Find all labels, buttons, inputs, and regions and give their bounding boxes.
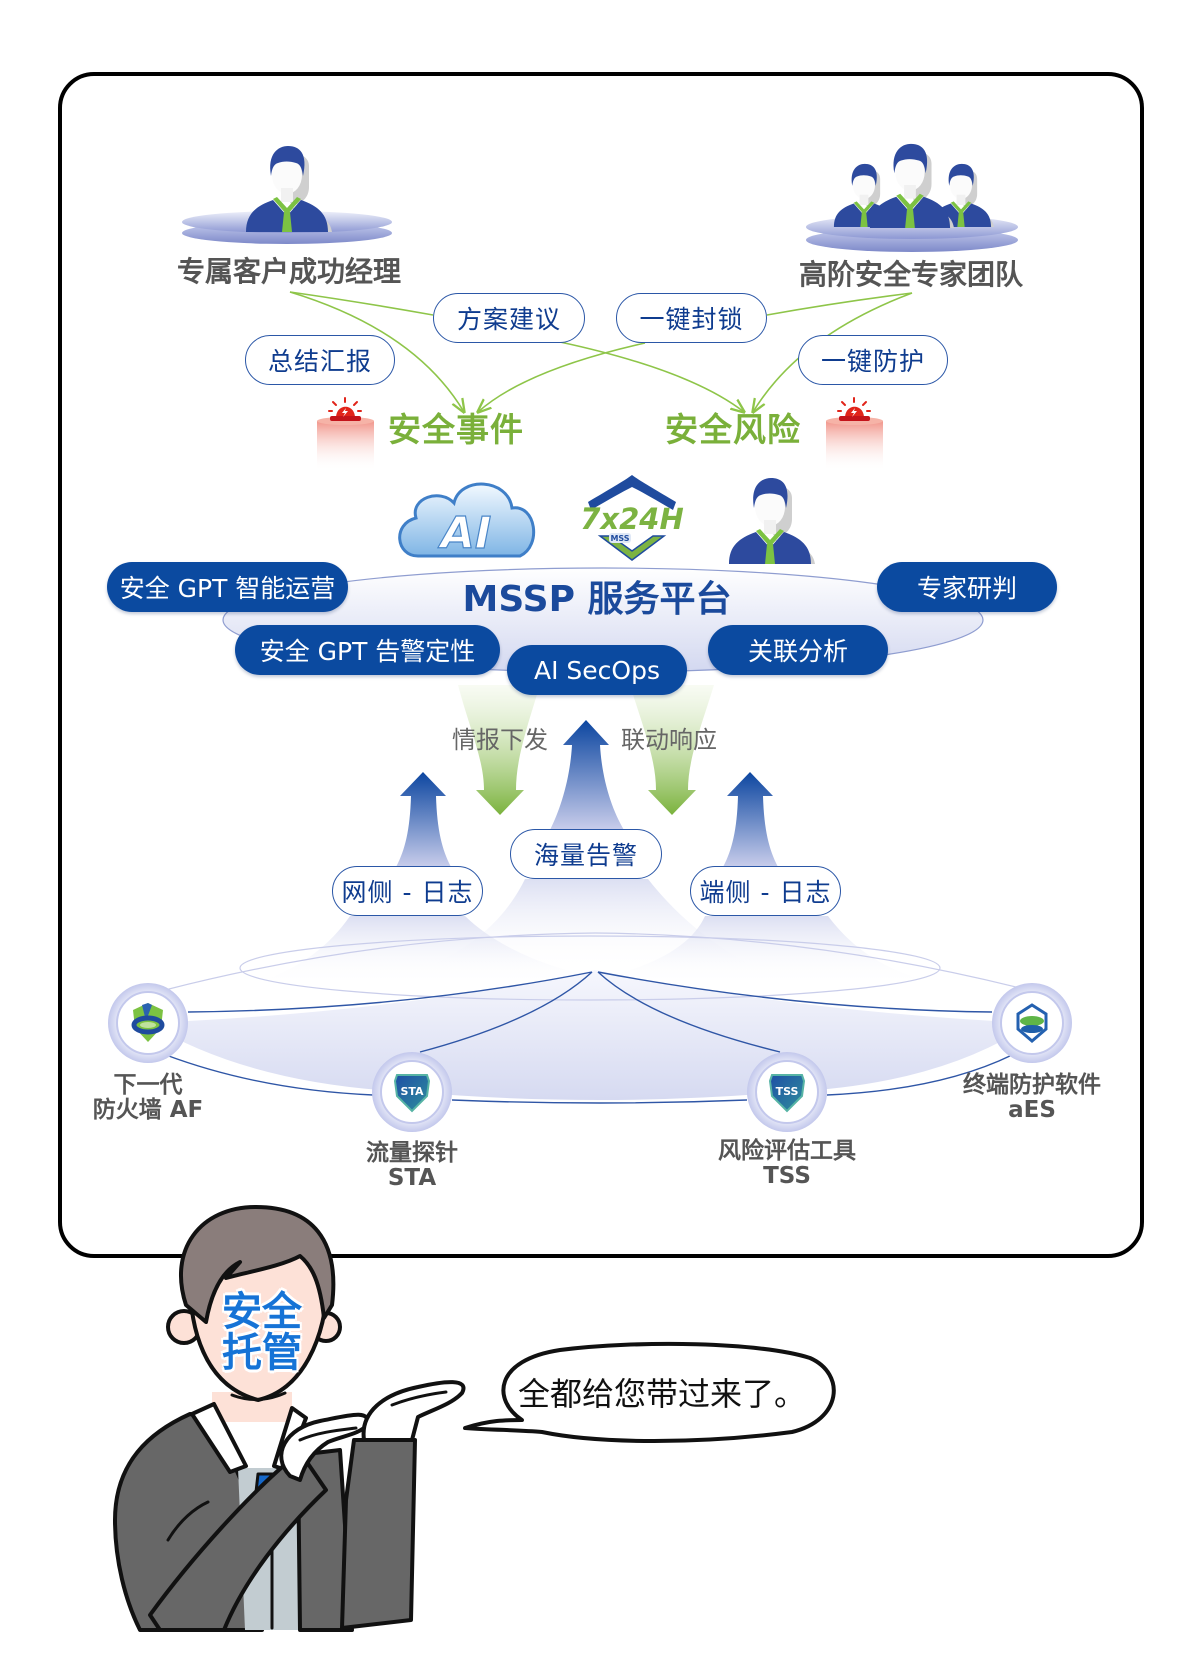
mass-alerts-pill: 海量告警 xyxy=(510,829,662,879)
device-af-label-line1: 下一代 xyxy=(113,1072,183,1098)
manager-figure xyxy=(182,146,392,244)
proposal-pill: 方案建议 xyxy=(433,293,585,343)
line-block-events xyxy=(478,342,646,412)
tss-shield-icon: TSS xyxy=(768,1074,806,1113)
device-sta-label-line2: STA xyxy=(387,1165,437,1191)
device-sta-label: 流量探针 STA xyxy=(312,1141,512,1191)
svg-text:TSS: TSS xyxy=(776,1085,799,1098)
collection-ring xyxy=(239,935,941,1001)
line-proposal-risks xyxy=(559,341,744,412)
device-af xyxy=(108,983,188,1063)
manager-person-icon xyxy=(246,146,332,232)
endpoint-logs-up-arrow-icon xyxy=(723,772,778,867)
mascot-arm-cross xyxy=(148,1450,328,1632)
mascot-character xyxy=(113,1205,466,1632)
mascot-face-text: 安全 托管 xyxy=(210,1292,314,1374)
alarm-siren-right-icon xyxy=(826,397,883,471)
team-person-center-icon xyxy=(869,143,954,228)
device-tss: TSS xyxy=(747,1052,827,1132)
mssp-platform-title: MSSP 服务平台 xyxy=(462,579,732,620)
service-7x24-shield-icon: 7x24H MSS xyxy=(580,475,684,561)
expert-team-label: 高阶安全专家团队 xyxy=(798,258,1023,291)
device-aes-label-line1: 终端防护软件 xyxy=(963,1072,1101,1098)
response-down-arrow-icon xyxy=(630,685,714,815)
device-sta: STA xyxy=(372,1052,452,1132)
network-logs-up-arrow-icon xyxy=(396,772,451,867)
alerts-up-arrow-icon xyxy=(550,720,624,830)
expert-analyst-person-icon xyxy=(729,478,815,564)
endpoint-logs-pill: 端侧 - 日志 xyxy=(690,866,841,916)
alarm-siren-left-icon xyxy=(317,397,374,471)
device-tss-label-line1: 风险评估工具 xyxy=(718,1138,856,1164)
mascot-face-text-line2: 托管 xyxy=(222,1330,302,1376)
security-events-title: 安全事件 xyxy=(388,410,524,449)
svg-text:MSS: MSS xyxy=(610,534,629,543)
one-click-protect-pill: 一键防护 xyxy=(798,335,948,385)
manager-label: 专属客户成功经理 xyxy=(176,255,401,288)
capability-correlation-analysis: 关联分析 xyxy=(708,625,888,675)
line-team-block xyxy=(766,292,913,316)
ai-cloud-icon: AI xyxy=(398,482,536,560)
mascot-hair xyxy=(179,1205,336,1324)
intel-down-arrow-icon xyxy=(458,685,540,815)
device-aes-label: 终端防护软件 aES xyxy=(932,1073,1132,1123)
device-sta-label-line1: 流量探针 xyxy=(366,1140,458,1166)
capability-gpt-alert-classification: 安全 GPT 告警定性 xyxy=(235,625,500,675)
linked-response-label: 联动响应 xyxy=(621,726,717,754)
intel-down-label: 情报下发 xyxy=(452,726,548,754)
device-af-label: 下一代 防火墙 AF xyxy=(48,1073,248,1123)
svg-text:7x24H: 7x24H xyxy=(580,502,684,536)
line-manager-proposal xyxy=(289,291,434,316)
mascot-face-text-line1: 安全 xyxy=(222,1289,302,1335)
sta-shield-icon: STA xyxy=(393,1074,431,1113)
svg-text:STA: STA xyxy=(400,1085,424,1098)
network-logs-pill: 网侧 - 日志 xyxy=(332,866,483,916)
mascot-glove-right xyxy=(361,1380,466,1442)
speech-bubble-text: 全都给您带过来了。 xyxy=(518,1375,807,1413)
aes-shield-icon xyxy=(1016,1003,1048,1043)
one-click-block-pill: 一键封锁 xyxy=(616,293,767,343)
device-aes xyxy=(992,983,1072,1063)
outer-ring-line xyxy=(164,932,1029,991)
summary-report-pill: 总结汇报 xyxy=(245,335,395,385)
mascot-collar-left xyxy=(190,1402,248,1474)
device-network-area xyxy=(148,970,1032,1100)
security-risks-title: 安全风险 xyxy=(665,410,801,449)
device-aes-label-line2: aES xyxy=(1008,1097,1056,1123)
network-logs-cone xyxy=(250,916,640,985)
af-shield-icon xyxy=(131,1003,165,1042)
capability-gpt-operations: 安全 GPT 智能运营 xyxy=(107,562,348,612)
speech-bubble xyxy=(463,1341,836,1443)
mascot-arm-raised xyxy=(340,1438,417,1630)
svg-text:AI: AI xyxy=(438,508,491,559)
line-manager-events xyxy=(289,291,464,412)
endpoint-logs-cone xyxy=(560,916,940,985)
expert-team-figure xyxy=(806,143,1018,252)
device-tss-label: 风险评估工具 TSS xyxy=(687,1139,887,1189)
device-tss-label-line2: TSS xyxy=(763,1163,811,1189)
capability-expert-review: 专家研判 xyxy=(877,562,1057,612)
device-af-label-line2: 防火墙 AF xyxy=(92,1097,204,1123)
device-links xyxy=(165,971,1013,1104)
capability-ai-secops: AI SecOps xyxy=(507,645,687,695)
